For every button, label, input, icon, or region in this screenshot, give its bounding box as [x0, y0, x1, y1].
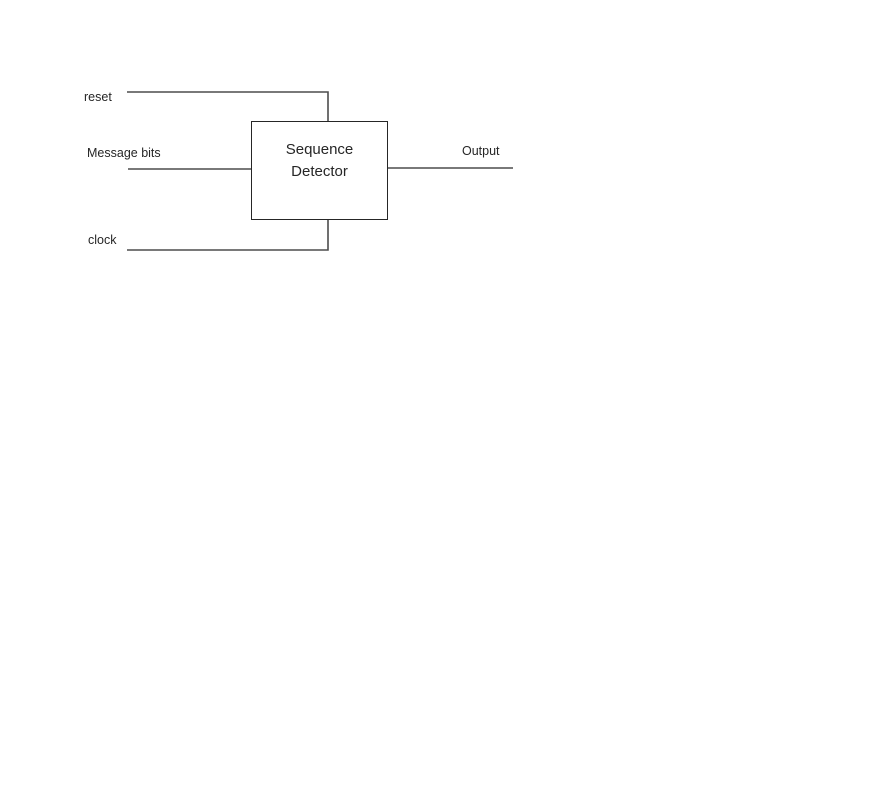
message-bits-label: Message bits	[87, 146, 161, 160]
block-title-line2: Detector	[291, 163, 348, 180]
reset-wire	[127, 91, 329, 122]
reset-label: reset	[84, 90, 112, 104]
block-title-line1: Sequence	[285, 141, 354, 158]
sequence-detector-block: Sequence Detector	[251, 121, 388, 220]
clock-label: clock	[88, 233, 117, 247]
clock-wire	[127, 219, 329, 251]
output-label: Output	[462, 144, 500, 158]
